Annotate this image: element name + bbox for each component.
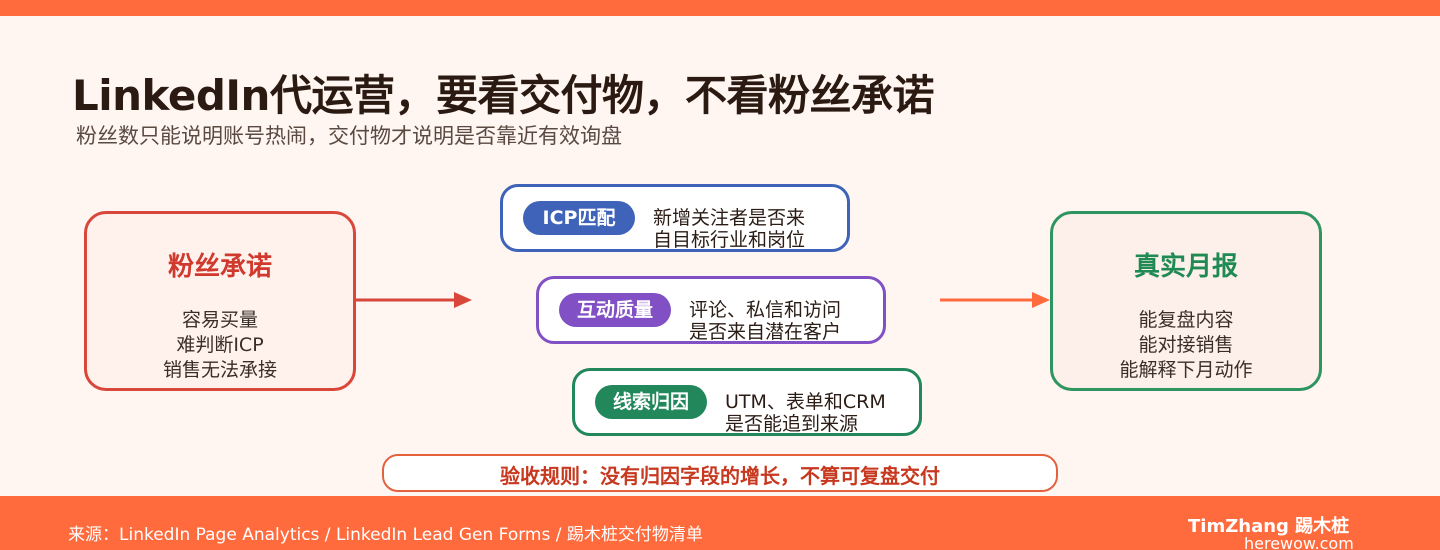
interaction-quality-card: 互动质量 评论、私信和访问 是否来自潜在客户 [536, 276, 886, 344]
fan-promise-line: 销售无法承接 [162, 359, 277, 381]
right-arrow [940, 292, 1050, 308]
fan-promise-line: 容易买量 [181, 309, 258, 331]
top-accent-bar [0, 0, 1440, 16]
brand-name: TimZhang 踢木桩 [1188, 516, 1350, 537]
fan-promise-line: 难判断ICP [176, 334, 264, 356]
fan-promise-card: 粉丝承诺 容易买量 难判断ICP 销售无法承接 [84, 211, 356, 391]
page-title: LinkedIn代运营，要看交付物，不看粉丝承诺 [72, 71, 934, 120]
page-subtitle: 粉丝数只能说明账号热闹，交付物才说明是否靠近有效询盘 [76, 124, 622, 148]
fan-promise-title: 粉丝承诺 [167, 252, 272, 282]
lead-attribution-tag: 线索归因 [595, 385, 707, 419]
left-arrow [356, 292, 472, 308]
source-note: 来源：LinkedIn Page Analytics / LinkedIn Le… [68, 525, 703, 545]
real-monthly-report-line: 能复盘内容 [1138, 309, 1234, 331]
real-monthly-report-card: 真实月报 能复盘内容 能对接销售 能解释下月动作 [1050, 211, 1322, 391]
real-monthly-report-line: 能对接销售 [1138, 334, 1234, 356]
interaction-quality-desc-line: 评论、私信和访问 [689, 299, 842, 321]
real-monthly-report-title: 真实月报 [1133, 252, 1238, 282]
real-monthly-report-line: 能解释下月动作 [1119, 359, 1253, 381]
acceptance-rule: 验收规则：没有归因字段的增长，不算可复盘交付 [382, 454, 1058, 492]
footer-bar: 来源：LinkedIn Page Analytics / LinkedIn Le… [0, 496, 1440, 550]
icp-match-desc-line: 自目标行业和岗位 [653, 229, 806, 251]
lead-attribution-desc-line: UTM、表单和CRM [725, 391, 886, 413]
icp-match-desc-line: 新增关注者是否来 [653, 207, 806, 229]
interaction-quality-desc-line: 是否来自潜在客户 [689, 321, 842, 343]
lead-attribution-desc-line: 是否能追到来源 [725, 413, 859, 435]
icp-match-tag: ICP匹配 [523, 201, 635, 235]
icp-match-card: ICP匹配 新增关注者是否来 自目标行业和岗位 [500, 184, 850, 252]
interaction-quality-tag: 互动质量 [559, 293, 671, 327]
brand-site: herewow.com [1244, 534, 1354, 550]
lead-attribution-card: 线索归因 UTM、表单和CRM 是否能追到来源 [572, 368, 922, 436]
